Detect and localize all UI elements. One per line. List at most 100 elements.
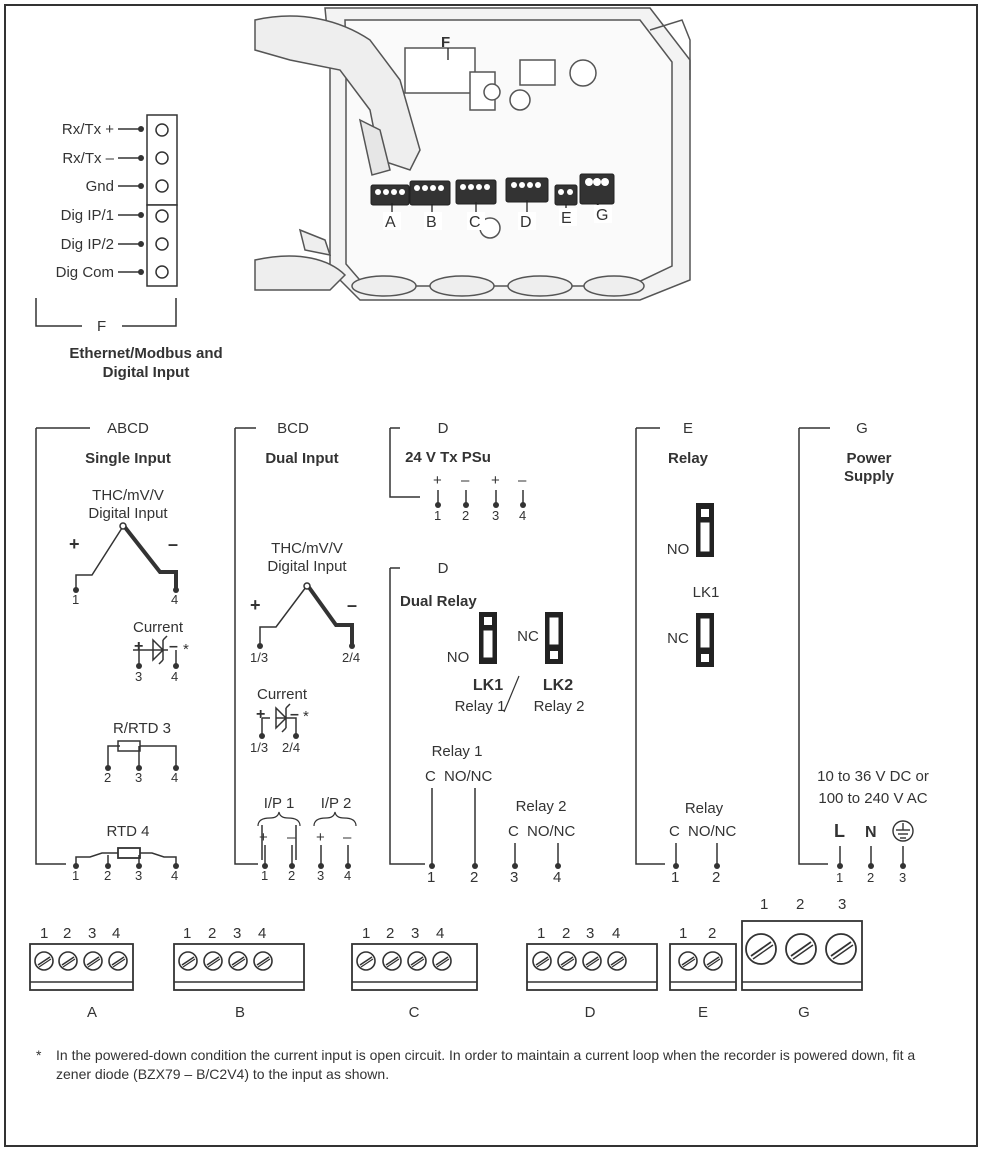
drelay-relay2-label: Relay 2 xyxy=(534,698,585,715)
drelay-nonc2: NO/NC xyxy=(527,823,576,840)
svg-text:3: 3 xyxy=(135,669,142,684)
block-b-pin-3: 3 xyxy=(233,925,241,942)
dpsu-sign-2: – xyxy=(461,472,470,489)
d-relay-section: D Dual Relay NO NC LK1 LK2 Relay 1 Relay… xyxy=(400,560,584,886)
g-power-section: G Power Supply 10 to 36 V DC or 100 to 2… xyxy=(817,420,929,885)
svg-text:2: 2 xyxy=(104,868,111,883)
e-pin-1: 1 xyxy=(671,869,679,886)
g-title-line1: Power xyxy=(846,450,891,467)
e-lk1-jumper-nc xyxy=(696,613,714,667)
photo-label-b: B xyxy=(426,214,437,231)
drelay-pin-3: 3 xyxy=(510,869,518,886)
dpsu-pin-3: 3 xyxy=(492,508,499,523)
svg-text:+: + xyxy=(259,829,268,846)
bcd-pin-2: 2 xyxy=(288,868,295,883)
svg-text:+: + xyxy=(250,595,261,615)
svg-text:*: * xyxy=(303,708,309,725)
block-b-pin-4: 4 xyxy=(258,925,266,942)
bcd-pin-4: 4 xyxy=(344,868,351,883)
eth-label-dig-ip2: Dig IP/2 xyxy=(61,236,114,253)
block-a-pin-4: 4 xyxy=(112,925,120,942)
bcd-thc-line1: THC/mV/V xyxy=(271,540,343,557)
eth-label-rxtx-minus: Rx/Tx – xyxy=(62,150,114,167)
photo-label-d: D xyxy=(520,214,532,231)
ground-icon xyxy=(892,820,914,842)
svg-text:–: – xyxy=(169,638,178,655)
svg-text:2: 2 xyxy=(104,770,111,785)
e-relay: Relay xyxy=(685,800,724,817)
svg-text:–: – xyxy=(287,829,296,846)
e-lk1-jumper-no xyxy=(696,503,714,557)
eth-label-dig-ip1: Dig IP/1 xyxy=(61,207,114,224)
g-n: N xyxy=(865,824,877,841)
block-d-pin-2: 2 xyxy=(562,925,570,942)
block-e-pin-1: 1 xyxy=(679,925,687,942)
e-relay-section: E Relay NO LK1 NC Relay C NO/NC 1 2 xyxy=(667,420,737,886)
e-code: E xyxy=(683,420,693,437)
g-code: G xyxy=(856,420,868,437)
terminal-block-e: 1 2 E xyxy=(669,925,737,1021)
diagram-frame xyxy=(4,4,978,1147)
abcd-thc-line1: THC/mV/V xyxy=(92,487,164,504)
drelay-pin-2: 2 xyxy=(470,869,478,886)
bcd-pin-24: 2/4 xyxy=(342,650,360,665)
terminal-block-g: 1 2 3 G xyxy=(741,896,863,1021)
bcd-title: Dual Input xyxy=(265,450,338,467)
svg-text:–: – xyxy=(343,829,352,846)
svg-text:2/4: 2/4 xyxy=(282,740,300,755)
g-range-line2: 100 to 240 V AC xyxy=(818,790,927,807)
e-c: C xyxy=(669,823,680,840)
drelay-pin-1: 1 xyxy=(427,869,435,886)
svg-text:–: – xyxy=(290,706,299,723)
abcd-current: Current xyxy=(133,619,184,636)
dpsu-pin-2: 2 xyxy=(462,508,469,523)
block-b-label: B xyxy=(235,1004,245,1021)
abcd-minus: – xyxy=(168,534,178,554)
block-e-label: E xyxy=(698,1004,708,1021)
e-pin-2: 2 xyxy=(712,869,720,886)
bcd-thc-line2: Digital Input xyxy=(267,558,347,575)
svg-text:+: + xyxy=(316,829,325,846)
block-c-pin-1: 1 xyxy=(362,925,370,942)
drelay-no: NO xyxy=(447,649,470,666)
e-nc: NC xyxy=(667,630,689,647)
eth-bracket-label: F xyxy=(97,318,106,335)
dpsu-pin-4: 4 xyxy=(519,508,526,523)
block-a-label: A xyxy=(87,1004,97,1021)
terminal-block-b: 1 2 3 4 B xyxy=(173,925,305,1021)
block-g-pin-1: 1 xyxy=(760,896,768,913)
block-c-pin-4: 4 xyxy=(436,925,444,942)
block-d-pin-4: 4 xyxy=(612,925,620,942)
dpsu-sign-1: + xyxy=(433,472,442,489)
terminal-block-c: 1 2 3 4 C xyxy=(351,925,478,1021)
photo-label-e: E xyxy=(561,210,572,227)
photo-label-g: G xyxy=(596,207,608,224)
drelay-nc: NC xyxy=(517,628,539,645)
bcd-pin-1: 1 xyxy=(261,868,268,883)
ethernet-connector xyxy=(35,114,178,327)
drelay-relay1-label: Relay 1 xyxy=(455,698,506,715)
svg-text:1: 1 xyxy=(72,868,79,883)
e-title: Relay xyxy=(668,450,709,467)
drelay-lk1: LK1 xyxy=(473,677,503,694)
dpsu-sign-3: + xyxy=(491,472,500,489)
svg-text:3: 3 xyxy=(135,868,142,883)
terminal-block-d: 1 2 3 4 D xyxy=(526,925,658,1021)
drelay-relay2: Relay 2 xyxy=(516,798,567,815)
block-e-pin-2: 2 xyxy=(708,925,716,942)
bcd-pin-13: 1/3 xyxy=(250,650,268,665)
bcd-code: BCD xyxy=(277,420,309,437)
d-psu-section: D 24 V Tx PSu + – + – 1 2 3 4 xyxy=(405,420,527,523)
block-a-pin-2: 2 xyxy=(63,925,71,942)
footnote-text: In the powered-down condition the curren… xyxy=(56,1047,916,1082)
section-brackets xyxy=(35,427,830,865)
abcd-title: Single Input xyxy=(85,450,171,467)
eth-label-gnd: Gnd xyxy=(86,178,114,195)
dpsu-sign-4: – xyxy=(518,472,527,489)
svg-text:*: * xyxy=(183,641,189,658)
g-pin-1: 1 xyxy=(836,870,843,885)
abcd-pin-1: 1 xyxy=(72,592,79,607)
g-l: L xyxy=(834,821,845,841)
svg-text:+: + xyxy=(256,706,265,723)
